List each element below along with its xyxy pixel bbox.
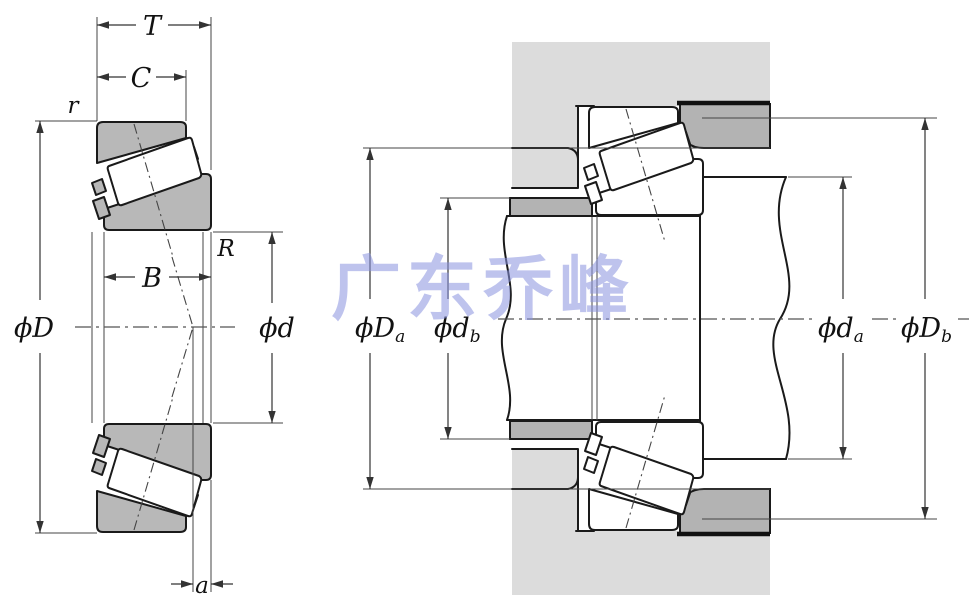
label-R: R bbox=[216, 236, 234, 262]
ext-lines-Db bbox=[702, 117, 937, 520]
left-extension-lines bbox=[35, 17, 283, 592]
mounted-bearing-upper bbox=[583, 106, 704, 243]
shaft-break-line-right bbox=[772, 176, 791, 460]
housing-lower-bore-outline bbox=[511, 448, 595, 532]
housing-upper-bore-outline bbox=[511, 105, 595, 189]
housing-lower-block bbox=[512, 449, 770, 595]
shaft-spacer-upper bbox=[509, 197, 593, 217]
label-phiD: ϕD bbox=[14, 313, 54, 344]
shaft bbox=[500, 176, 791, 460]
housing-upper-block bbox=[512, 42, 770, 188]
housing-shoulder-ring-upper bbox=[679, 103, 771, 149]
label-a: a bbox=[195, 573, 209, 599]
label-r: r bbox=[68, 93, 81, 119]
mounted-bearing-lower bbox=[583, 394, 704, 531]
label-phiDa: ϕDa bbox=[355, 313, 405, 347]
shaft-break-line-left bbox=[500, 215, 512, 421]
bearing-section-upper-half bbox=[91, 121, 212, 258]
label-phida: ϕda bbox=[818, 313, 864, 347]
left-view-bearing-section bbox=[35, 17, 283, 592]
ext-lines-Da bbox=[363, 147, 770, 490]
contact-lines bbox=[171, 256, 194, 398]
dimension-labels: T C r B R ϕD ϕd a ϕDa ϕdb ϕda ϕDb bbox=[14, 11, 952, 599]
right-view-mounted-bearing bbox=[363, 42, 969, 595]
label-phidb: ϕdb bbox=[434, 313, 481, 347]
shaft-spacer-lower bbox=[509, 420, 593, 440]
label-B: B bbox=[141, 263, 162, 294]
housing-shoulder-ring-lower bbox=[679, 488, 771, 534]
label-phid: ϕd bbox=[259, 313, 295, 344]
label-C: C bbox=[131, 63, 152, 94]
label-T: T bbox=[143, 11, 163, 42]
label-phiDb: ϕDb bbox=[901, 313, 952, 347]
